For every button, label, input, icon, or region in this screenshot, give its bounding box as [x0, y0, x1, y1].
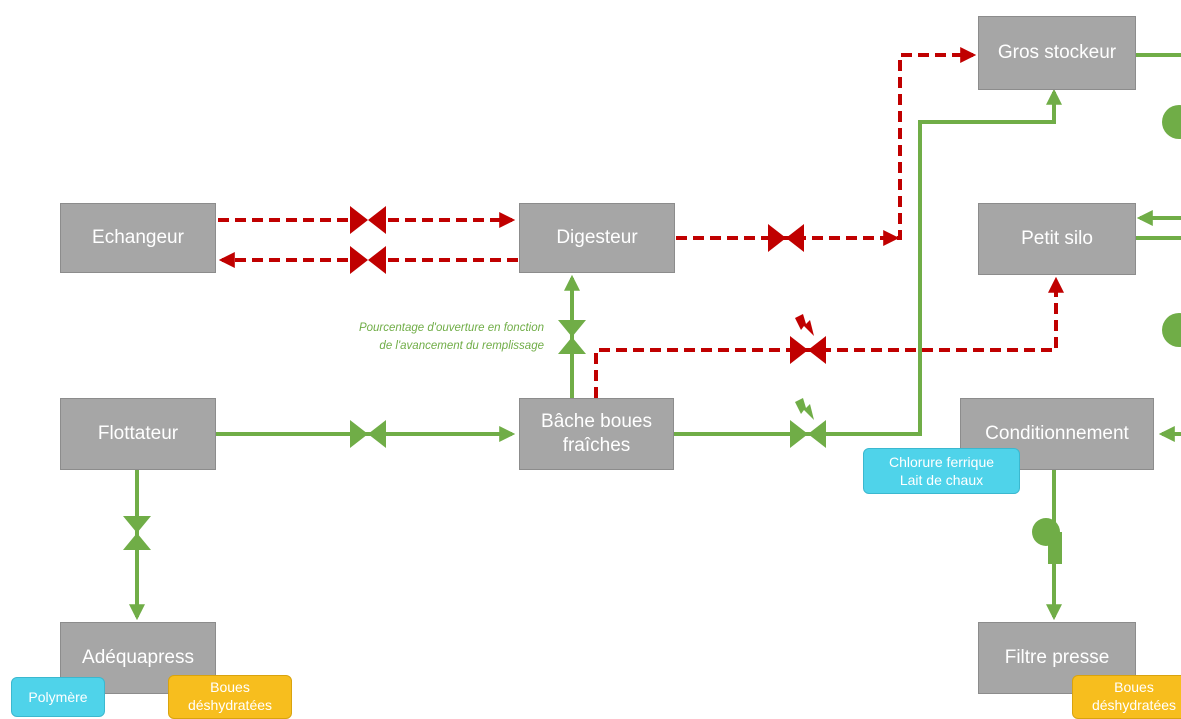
- pump-icon: [1032, 518, 1062, 564]
- pump-icon: [1162, 313, 1181, 347]
- valve-flottateur-adequapress: [123, 516, 151, 550]
- node-conditionnement[interactable]: Conditionnement: [960, 398, 1154, 470]
- node-bache[interactable]: Bâche boues fraîches: [519, 398, 674, 470]
- actuator-icon: [795, 398, 814, 420]
- note-line: Pourcentage d'ouverture en fonction: [358, 322, 544, 334]
- flow-digesteur-gros-stockeur: [676, 47, 977, 240]
- valve-digesteur-gros-stockeur: [768, 224, 804, 252]
- valve-flottateur-bache: [350, 420, 386, 448]
- node-label: Flottateur: [97, 423, 179, 444]
- valve-control-note: Pourcentage d'ouverture en fonction de l…: [290, 319, 544, 355]
- node-label: Bâche boues fraîches: [541, 411, 652, 456]
- actuator-icon: [795, 314, 814, 336]
- reagent-line: Chlorure ferrique: [888, 454, 995, 470]
- node-flottateur[interactable]: Flottateur: [60, 398, 216, 470]
- node-label: Digesteur: [556, 227, 638, 248]
- valve-bache-digesteur: [558, 320, 586, 354]
- node-label: Filtre presse: [1004, 647, 1110, 668]
- valve-bache-petit-silo: [790, 336, 826, 364]
- node-digesteur[interactable]: Digesteur: [519, 203, 675, 273]
- pump-icon: [1162, 105, 1181, 139]
- polymer-tag: Polymère: [11, 677, 105, 717]
- sludge-output-label: Boues déshydratées: [1091, 679, 1177, 713]
- note-line: de l'avancement du remplissage: [379, 340, 544, 352]
- node-label: Echangeur: [92, 227, 184, 248]
- polymer-label: Polymère: [28, 689, 88, 705]
- node-label: Adéquapress: [82, 647, 194, 668]
- valve-digesteur-echangeur: [350, 246, 386, 274]
- node-label: Conditionnement: [985, 423, 1129, 444]
- node-petit-silo[interactable]: Petit silo: [978, 203, 1136, 275]
- reagent-tag: Chlorure ferrique Lait de chaux: [863, 448, 1020, 494]
- node-gros-stockeur[interactable]: Gros stockeur: [978, 16, 1136, 90]
- flow-bache-gros-stockeur: [674, 88, 1062, 436]
- reagent-line: Lait de chaux: [899, 472, 984, 488]
- sludge-output-tag: Boues déshydratées: [168, 675, 292, 719]
- node-label: Petit silo: [1021, 228, 1093, 249]
- sludge-output-tag: Boues déshydratées: [1072, 675, 1181, 719]
- valve-echangeur-digesteur: [350, 206, 386, 234]
- sludge-output-label: Boues déshydratées: [187, 679, 273, 713]
- valve-bache-gros-stockeur: [790, 420, 826, 448]
- node-echangeur[interactable]: Echangeur: [60, 203, 216, 273]
- node-label: Gros stockeur: [997, 42, 1117, 63]
